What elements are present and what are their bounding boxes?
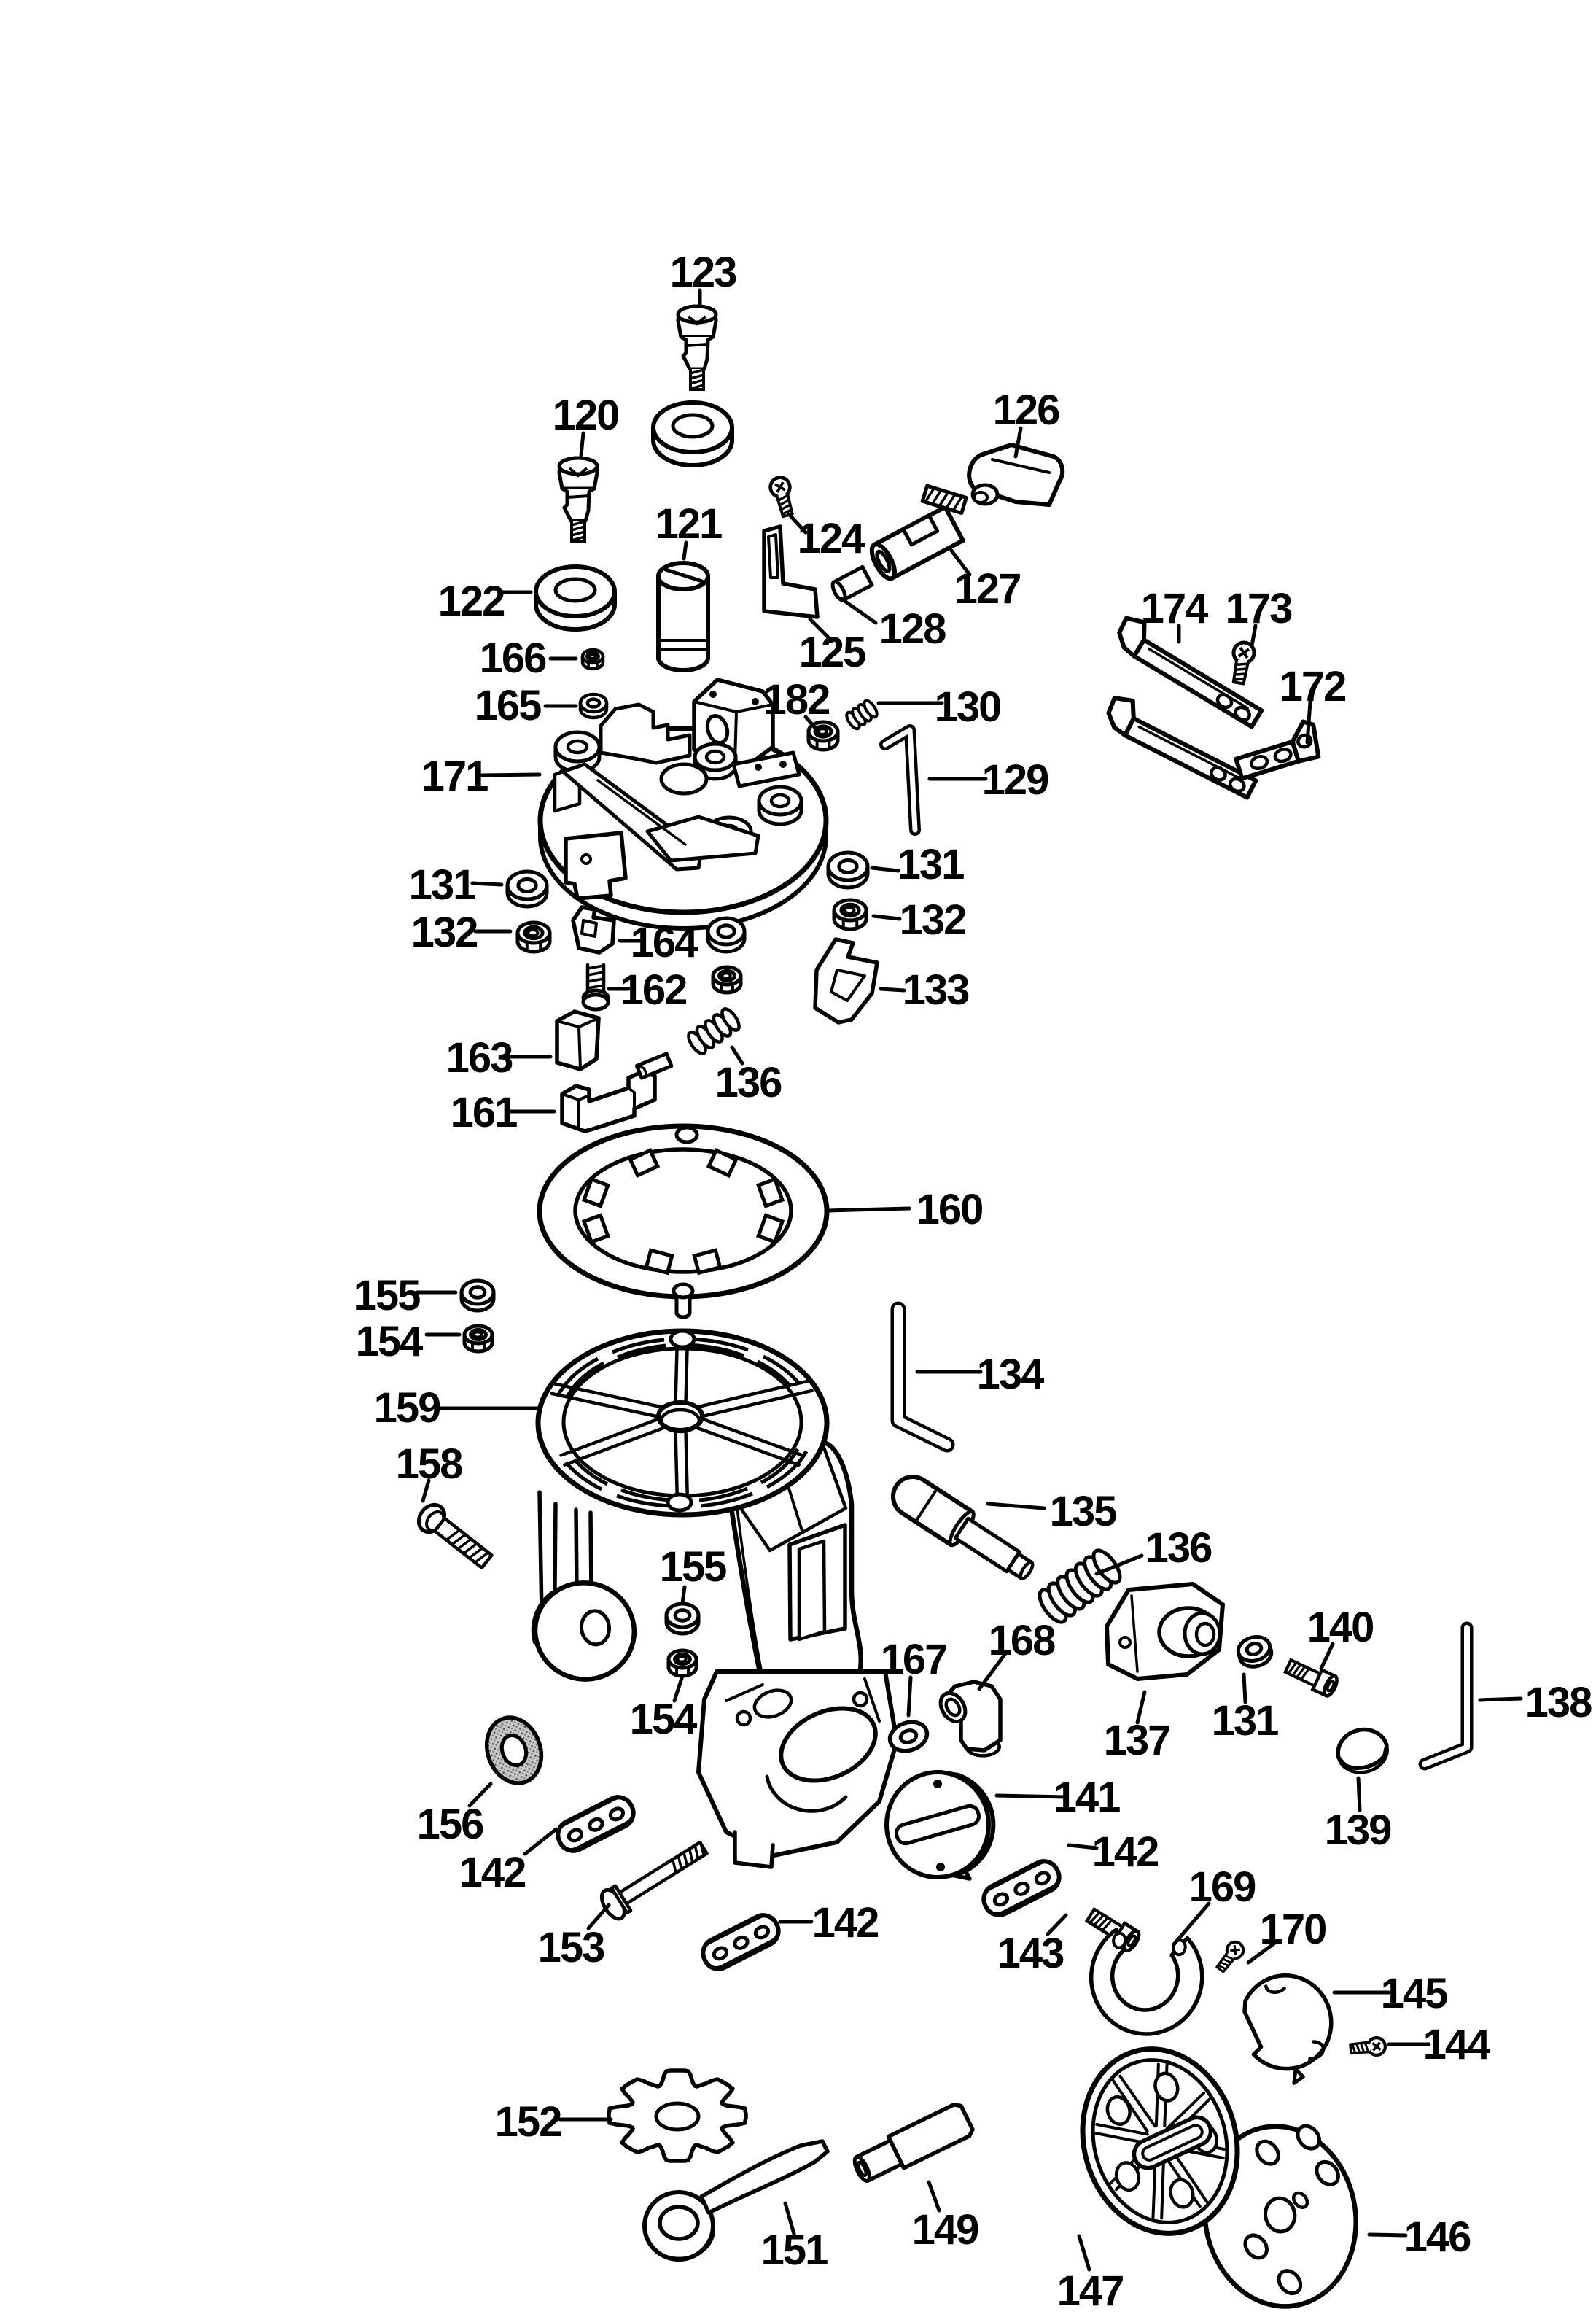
svg-text:142: 142: [459, 1849, 526, 1896]
svg-text:131: 131: [1212, 1697, 1279, 1744]
svg-text:140: 140: [1307, 1604, 1374, 1651]
svg-text:173: 173: [1226, 585, 1293, 632]
svg-text:146: 146: [1404, 2213, 1471, 2261]
svg-text:152: 152: [495, 2098, 561, 2146]
svg-text:169: 169: [1189, 1863, 1256, 1911]
svg-text:136: 136: [715, 1059, 782, 1106]
svg-text:154: 154: [356, 1318, 424, 1365]
svg-text:127: 127: [954, 565, 1021, 613]
svg-text:171: 171: [421, 753, 488, 800]
svg-text:128: 128: [879, 605, 946, 653]
svg-text:172: 172: [1280, 663, 1346, 710]
svg-text:129: 129: [982, 756, 1049, 804]
svg-text:137: 137: [1104, 1717, 1170, 1764]
svg-text:120: 120: [553, 392, 619, 439]
svg-text:138: 138: [1525, 1679, 1592, 1726]
svg-text:131: 131: [898, 841, 965, 888]
svg-text:161: 161: [451, 1089, 518, 1136]
svg-text:151: 151: [761, 2227, 828, 2274]
svg-text:133: 133: [903, 966, 970, 1014]
svg-text:158: 158: [396, 1440, 463, 1488]
svg-text:142: 142: [1092, 1828, 1159, 1876]
svg-text:162: 162: [620, 966, 687, 1014]
svg-text:121: 121: [655, 500, 723, 548]
svg-text:135: 135: [1050, 1488, 1117, 1535]
svg-text:142: 142: [812, 1899, 879, 1947]
svg-text:136: 136: [1145, 1524, 1212, 1572]
svg-text:124: 124: [798, 515, 865, 562]
svg-text:123: 123: [670, 249, 737, 296]
svg-text:131: 131: [409, 861, 476, 909]
svg-text:132: 132: [900, 896, 966, 944]
svg-text:149: 149: [912, 2206, 979, 2254]
svg-text:164: 164: [631, 919, 698, 966]
svg-text:141: 141: [1054, 1774, 1121, 1821]
svg-text:130: 130: [935, 683, 1001, 731]
svg-text:168: 168: [989, 1617, 1056, 1664]
svg-text:155: 155: [660, 1543, 727, 1591]
svg-text:182: 182: [763, 676, 830, 723]
svg-text:125: 125: [799, 629, 866, 676]
svg-text:153: 153: [538, 1924, 605, 1971]
svg-text:166: 166: [480, 634, 547, 682]
svg-text:134: 134: [977, 1351, 1045, 1398]
svg-text:139: 139: [1325, 1806, 1392, 1854]
svg-text:159: 159: [374, 1384, 441, 1432]
svg-text:126: 126: [993, 387, 1060, 434]
svg-text:155: 155: [354, 1272, 421, 1319]
svg-text:132: 132: [411, 909, 478, 956]
svg-text:156: 156: [417, 1801, 484, 1848]
svg-text:167: 167: [881, 1636, 947, 1683]
svg-text:144: 144: [1423, 2021, 1491, 2068]
svg-text:145: 145: [1381, 1970, 1448, 2017]
svg-text:170: 170: [1260, 1906, 1326, 1953]
svg-text:174: 174: [1141, 585, 1209, 632]
svg-text:154: 154: [630, 1696, 698, 1743]
svg-text:147: 147: [1057, 2267, 1124, 2315]
svg-text:143: 143: [997, 1930, 1064, 1977]
svg-text:163: 163: [446, 1034, 513, 1082]
svg-text:122: 122: [438, 578, 505, 625]
svg-text:165: 165: [475, 682, 542, 729]
svg-text:160: 160: [916, 1186, 983, 1233]
